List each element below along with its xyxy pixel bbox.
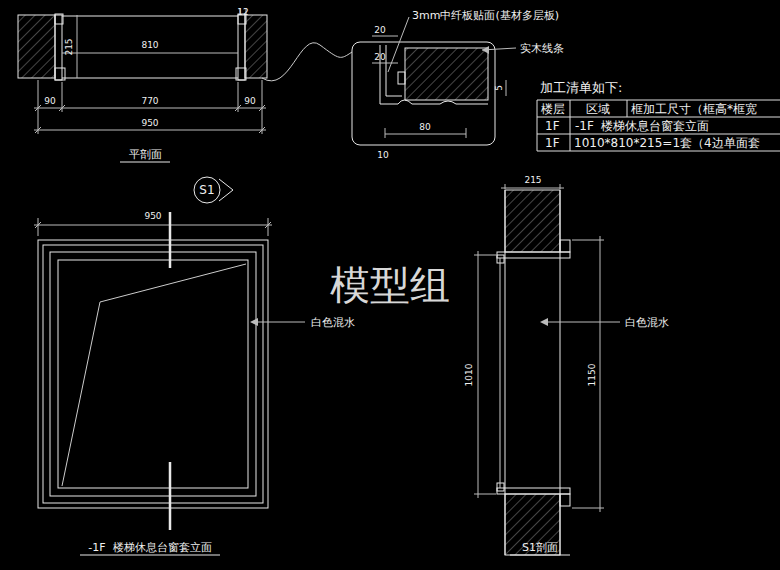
dimension: 770: [141, 97, 158, 106]
frame-jamb: [55, 15, 62, 80]
dimension: 810: [141, 41, 158, 50]
section-label: S1: [193, 176, 221, 204]
view-title: -1F 楼梯休息台窗套立面: [88, 542, 211, 553]
watermark: 模型组: [330, 265, 450, 305]
callout-note: 白色混水: [625, 317, 669, 328]
dimension: 90: [244, 97, 255, 106]
trim: [55, 14, 63, 24]
wall-hatch: [18, 15, 55, 78]
dimension: 20: [374, 53, 385, 62]
dimension: 950: [141, 119, 158, 128]
table-cell: 楼层: [541, 103, 565, 115]
dimension: 215: [65, 38, 74, 55]
dimension: 1150: [588, 364, 597, 387]
table-cell: -1F 楼梯休息台窗套立面: [575, 120, 710, 132]
dimension: 950: [144, 212, 161, 221]
view-title: 平剖面: [129, 149, 162, 160]
wall-hatch: [245, 15, 267, 78]
callout-note: 3mm中纤板贴面(基材多层板): [412, 10, 559, 21]
callout-note: 实木线条: [520, 43, 564, 54]
dimension: 90: [44, 97, 55, 106]
dimension: 80: [419, 123, 430, 132]
table-cell: 1F: [545, 137, 560, 149]
callout-note: 白色混水: [311, 317, 355, 328]
table-cell: 区域: [586, 103, 610, 115]
dimension: 20: [374, 26, 385, 35]
dimension: 215: [524, 176, 541, 185]
table-title: 加工清单如下:: [540, 81, 622, 94]
frame-jamb: [238, 15, 245, 80]
table-cell: 框加工尺寸（框高*框宽: [631, 103, 757, 115]
view-title: S1剖面: [522, 542, 558, 553]
dimension: 10: [377, 151, 388, 160]
table-cell: 1F: [545, 120, 560, 132]
dimension: 12: [237, 8, 248, 17]
dimension: 1010: [465, 364, 474, 387]
table-cell: 1010*810*215=1套（4边单面套: [574, 137, 760, 149]
section-symbol: S1: [193, 176, 221, 204]
dimension: 5: [495, 85, 504, 91]
